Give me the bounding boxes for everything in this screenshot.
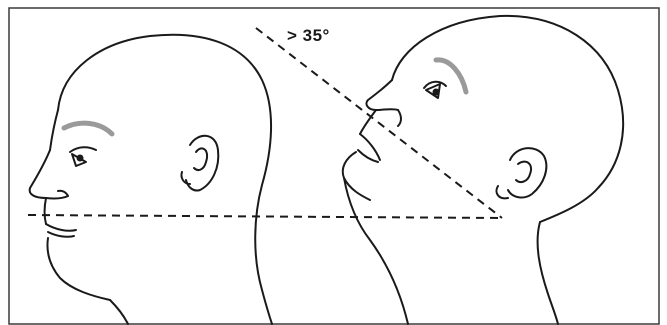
neutral-mouth: [46, 224, 76, 231]
extension-angle-line: [256, 28, 502, 218]
extended-neck-front: [344, 178, 408, 324]
neutral-eyebrow: [64, 123, 112, 134]
neutral-lower-lip: [48, 232, 74, 237]
neutral-ear-inner: [194, 148, 207, 170]
head-neutral-profile-icon: [30, 35, 272, 324]
extended-ear-lobe: [496, 186, 508, 198]
neutral-nostril: [58, 191, 68, 196]
neutral-pupil: [78, 156, 83, 161]
extended-pupil: [434, 90, 439, 95]
extended-nose: [366, 80, 398, 110]
neutral-skull-outline: [58, 35, 272, 324]
neutral-ear-lobe: [181, 172, 190, 184]
neutral-neck-front: [110, 300, 128, 324]
extended-ear-outer: [508, 148, 546, 197]
extended-neck-back: [538, 222, 558, 324]
neutral-upper-lip: [45, 198, 47, 224]
neutral-eye-lid: [70, 147, 96, 152]
extended-mouth: [360, 134, 380, 160]
neutral-forehead: [50, 110, 58, 150]
figure-frame: [9, 8, 659, 324]
neutral-chin: [48, 238, 111, 300]
angle-label: > 35°: [287, 26, 330, 46]
horizontal-reference-line: [28, 215, 502, 218]
head-extended-profile-icon: [343, 16, 623, 324]
neutral-ear-outer: [186, 136, 218, 191]
extended-ear-inner: [516, 162, 531, 182]
extended-nostril: [398, 110, 401, 126]
